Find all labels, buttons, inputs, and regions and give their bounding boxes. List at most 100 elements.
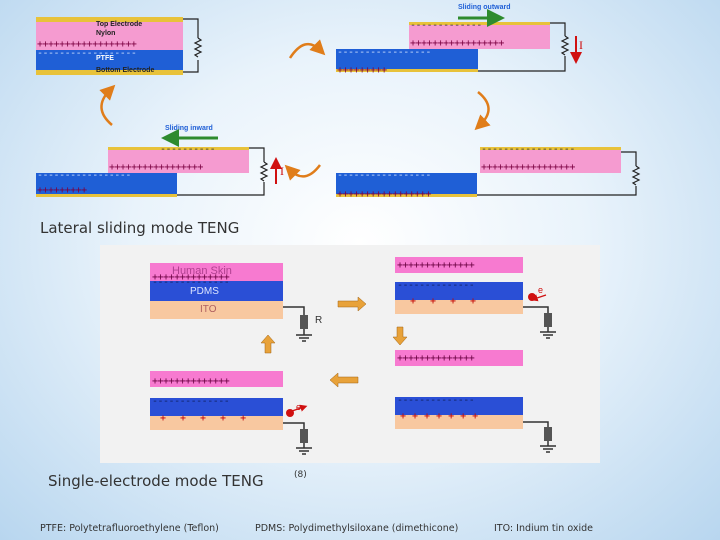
label-ptfe: PTFE	[96, 55, 114, 62]
bottom-electrode-layer	[36, 70, 183, 75]
nylon-layer	[108, 150, 249, 173]
electron-flow-arrow-icon	[530, 294, 547, 302]
ptfe-layer	[36, 173, 177, 194]
negative-charges: --------------	[397, 395, 475, 406]
top-electrode-layer	[36, 17, 183, 22]
positive-charges: +++++++++++++++++	[109, 162, 203, 173]
top-electrode-layer	[409, 22, 550, 25]
resistor-icon	[259, 161, 269, 182]
ground-icon	[296, 443, 312, 455]
reference-number: (8)	[294, 470, 307, 480]
induced-positive-charges: +++++++++	[37, 185, 87, 196]
circuit-wire	[177, 147, 265, 196]
circuit-wire	[523, 306, 549, 313]
induced-negative-charges: -----------------	[481, 144, 575, 155]
induced-negative-charges: ----------	[160, 144, 216, 155]
positive-charges: ++++++++++++++++++	[37, 39, 137, 50]
bottom-electrode-layer	[36, 194, 177, 197]
ito-layer	[150, 416, 283, 430]
induced-negative-charges: -------------	[410, 20, 482, 31]
label-electron: e	[296, 402, 302, 412]
nylon-layer	[409, 25, 550, 49]
human-skin-layer	[150, 263, 283, 281]
ito-layer	[395, 300, 523, 314]
positive-charges: ++++++++++++++	[152, 376, 230, 387]
circuit-wire	[478, 22, 566, 72]
cycle-arrow-icon	[288, 39, 326, 59]
label-resistor: R	[315, 315, 323, 326]
footnote-ito: ITO: Indium tin oxide	[494, 523, 593, 534]
bottom-electrode-layer	[336, 69, 478, 72]
label-human-skin: Human Skin	[172, 265, 232, 277]
single-electrode-wiring	[260, 293, 556, 455]
negative-charges: --------------	[152, 277, 230, 288]
arrow-left-icon	[329, 372, 359, 388]
negative-charges: -----------------	[337, 47, 431, 58]
pdms-layer	[150, 281, 283, 301]
label-nylon: Nylon	[96, 30, 116, 37]
resistor-icon	[300, 429, 308, 443]
ptfe-layer	[336, 49, 478, 69]
induced-positive-charges: +++++++++++++++++	[337, 189, 431, 200]
negative-charges: ------------------	[37, 48, 137, 59]
nylon-layer	[480, 150, 621, 173]
nylon-layer	[36, 22, 183, 50]
pdms-layer	[395, 397, 523, 415]
ground-icon	[540, 441, 556, 453]
label-sliding-outward: Sliding outward	[458, 4, 511, 11]
label-ito: ITO	[200, 304, 217, 315]
negative-charges: -----------------	[37, 170, 131, 181]
circuit-wire	[283, 422, 305, 429]
induced-positive-charges: ++++	[410, 296, 491, 307]
circuit-wire	[523, 421, 549, 427]
label-electron: e	[538, 285, 544, 295]
human-skin-layer	[150, 371, 283, 387]
resistor-icon	[544, 313, 552, 327]
ptfe-layer	[336, 173, 477, 194]
cycle-arrow-icon	[474, 91, 491, 131]
ptfe-layer	[36, 50, 183, 70]
label-top-electrode: Top Electrode	[96, 21, 143, 28]
positive-charges: ++++++++++++++	[152, 272, 230, 283]
label-sliding-inward: Sliding inward	[165, 125, 213, 132]
footnote-ptfe: PTFE: Polytetrafluoroethylene (Teflon)	[40, 523, 219, 534]
induced-positive-charges: +++++++	[400, 411, 485, 422]
label-bottom-electrode: Bottom Electrode	[96, 67, 155, 74]
resistor-icon	[560, 35, 570, 56]
ito-layer	[395, 415, 523, 429]
arrow-down-icon	[392, 326, 408, 346]
circuit-wire	[283, 306, 305, 315]
arrow-up-icon	[260, 334, 276, 354]
circuit-wire	[183, 18, 199, 73]
cycle-arrow-icon	[99, 84, 116, 126]
ground-icon	[296, 329, 312, 342]
cycle-arrow-icon	[284, 164, 321, 181]
pdms-layer	[150, 398, 283, 416]
resistor-icon	[300, 315, 308, 329]
positive-charges: ++++++++++++++	[397, 260, 475, 271]
human-skin-layer	[395, 257, 523, 273]
current-label: I	[280, 164, 284, 178]
negative-charges: -----------------	[337, 170, 431, 181]
current-label: I	[579, 38, 583, 52]
ground-icon	[540, 327, 556, 339]
bottom-electrode-layer	[336, 194, 477, 197]
electron-icon	[528, 293, 536, 301]
induced-positive-charges: +++++++++	[337, 65, 387, 76]
human-skin-layer	[395, 350, 523, 366]
lateral-caption: Lateral sliding mode TENG	[40, 219, 240, 237]
label-pdms: PDMS	[190, 286, 219, 297]
top-electrode-layer	[480, 147, 621, 150]
negative-charges: --------------	[397, 280, 475, 291]
resistor-icon	[544, 427, 552, 441]
negative-charges: --------------	[152, 396, 230, 407]
resistor-icon	[193, 37, 203, 58]
single-electrode-diagram: Human Skin PDMS ITO ++++++++++++++ -----…	[100, 245, 600, 463]
positive-charges: +++++++++++++++++	[481, 162, 575, 173]
arrow-right-icon	[337, 296, 367, 312]
top-electrode-layer	[108, 147, 249, 150]
positive-charges: ++++++++++++++	[397, 353, 475, 364]
induced-positive-charges: +++++	[160, 413, 261, 424]
electron-flow-arrow-icon	[291, 404, 308, 412]
ito-layer	[150, 301, 283, 319]
